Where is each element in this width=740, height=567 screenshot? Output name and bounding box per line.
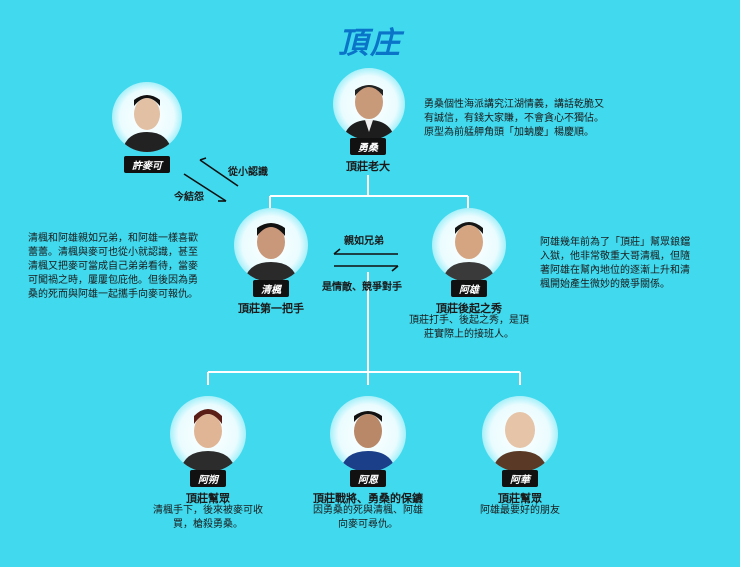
- tag-ahua: 阿華: [502, 470, 538, 487]
- desc-aen: 因勇桑的死與清楓、阿雄 向麥可尋仇。: [313, 505, 423, 530]
- role-axiong: 頂莊後起之秀: [436, 302, 502, 315]
- rel-since-young: 從小認識: [228, 167, 268, 178]
- avatar-ashuo: [170, 396, 246, 472]
- rel-rivals: 是情敵、競爭對手: [322, 282, 402, 293]
- rel-brothers: 親如兄弟: [344, 236, 384, 247]
- desc-qingfeng: 清楓和阿雄親如兄弟，和阿雄一樣喜歡 蕾蕾。清楓與麥可也從小就認識，甚至 清楓又把…: [28, 233, 198, 300]
- avatar-axiong: [432, 208, 506, 282]
- desc-axiong-right: 阿雄幾年前為了「頂莊」幫眾鋃鐺 入獄，他非常敬重大哥清楓，但隨 著阿雄在幫內地位…: [540, 237, 690, 290]
- desc-ashuo: 清楓手下，後來被麥可收 買，槍殺勇桑。: [153, 505, 263, 530]
- desc-yongsang: 勇桑個性海派講究江湖情義，講話乾脆又 有誠信，有錢大家賺，不會貪心不獨佔。 原型…: [424, 99, 604, 138]
- role-qingfeng: 頂莊第一把手: [238, 302, 304, 315]
- desc-axiong: 頂莊打手、後起之秀，是頂 莊實際上的接班人。: [409, 315, 529, 340]
- role-ashuo: 頂莊幫眾: [186, 492, 230, 505]
- role-ahua: 頂莊幫眾: [498, 492, 542, 505]
- role-aen: 頂莊戰將、勇桑的保鑣: [313, 492, 423, 505]
- rel-grudge: 今結怨: [174, 192, 204, 203]
- avatar-xumai: [112, 82, 182, 152]
- desc-ahua: 阿雄最要好的朋友: [480, 505, 560, 516]
- avatar-aen: [330, 396, 406, 472]
- avatar-qingfeng: [234, 208, 308, 282]
- avatar-yongsang: [333, 68, 405, 140]
- diagram-title: 頂庄: [338, 26, 402, 61]
- tag-xumai: 許麥可: [124, 156, 170, 173]
- tag-aen: 阿恩: [350, 470, 386, 487]
- tag-axiong: 阿雄: [451, 280, 487, 297]
- tag-ashuo: 阿朔: [190, 470, 226, 487]
- role-yongsang: 頂莊老大: [346, 160, 390, 173]
- tag-qingfeng: 清楓: [253, 280, 289, 297]
- avatar-ahua: [482, 396, 558, 472]
- tag-yongsang: 勇桑: [350, 138, 386, 155]
